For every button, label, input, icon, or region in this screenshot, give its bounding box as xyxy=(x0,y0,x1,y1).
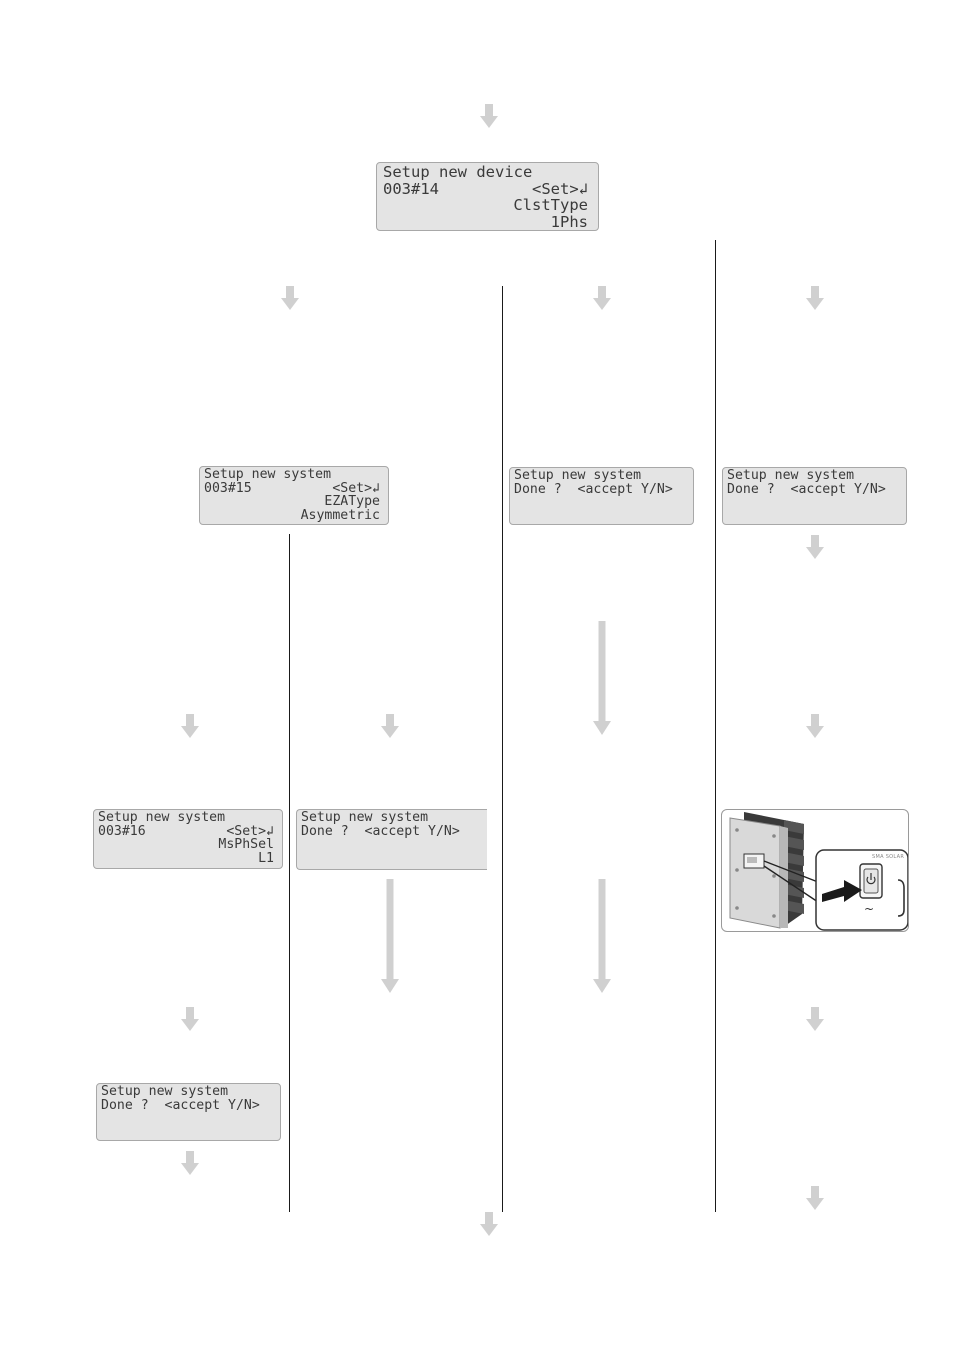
arrow-down-icon xyxy=(381,714,399,738)
display-line: Done ? <accept Y/N> xyxy=(727,481,886,497)
display-line: Setup new system xyxy=(727,468,855,483)
display-line: Setup new system xyxy=(98,810,226,825)
arrow-down-icon xyxy=(281,286,299,310)
display-done-col3: Setup new system Done ? <accept Y/N> xyxy=(509,467,694,525)
set-label: <Set>↲ xyxy=(226,823,274,839)
display-line: Setup new device xyxy=(383,163,533,181)
display-line: Setup new system xyxy=(514,468,642,483)
arrow-down-icon xyxy=(480,1212,498,1236)
param-number: 003#16 xyxy=(98,823,146,839)
inverter-illustration xyxy=(729,812,908,931)
display-setup-device-14: Setup new device 003#14 <Set>↲ ClstType 1… xyxy=(376,162,599,231)
brand-label: SMA SOLAR xyxy=(872,854,905,860)
arrow-down-icon xyxy=(806,1007,824,1031)
display-line: Done ? <accept Y/N> xyxy=(101,1097,260,1113)
inverter-switch-illustration: SMA SOLAR ~ xyxy=(721,809,909,932)
display-setup-system-16: Setup new system 003#16 <Set>↲ MsPhSel L1 xyxy=(93,809,283,869)
arrow-down-icon xyxy=(806,1186,824,1210)
arrow-down-icon xyxy=(806,535,824,559)
divider-line xyxy=(715,240,716,1212)
arrow-down-icon xyxy=(593,879,611,993)
arrow-down-icon xyxy=(181,714,199,738)
arrow-down-icon xyxy=(593,621,611,735)
display-line: Setup new system xyxy=(301,810,429,825)
display-line: Setup new system xyxy=(204,467,332,482)
arrow-down-icon xyxy=(480,104,498,128)
arrow-down-icon xyxy=(181,1151,199,1175)
param-name: ClstType xyxy=(513,196,588,214)
arrow-down-icon xyxy=(806,286,824,310)
param-name: MsPhSel xyxy=(218,837,274,853)
param-value: L1 xyxy=(258,850,274,866)
set-label: <Set>↲ xyxy=(532,179,588,198)
arrow-down-icon xyxy=(593,286,611,310)
display-done-col1: Setup new system Done ? <accept Y/N> xyxy=(96,1083,281,1141)
display-line: Done ? <accept Y/N> xyxy=(301,823,460,839)
param-number: 003#15 xyxy=(204,480,252,496)
param-value: Asymmetric xyxy=(300,507,380,523)
param-value: 1Phs xyxy=(550,212,588,231)
param-name: EZAType xyxy=(324,494,380,510)
param-number: 003#14 xyxy=(383,179,439,198)
display-line: Done ? <accept Y/N> xyxy=(514,481,673,497)
set-label: <Set>↲ xyxy=(332,480,380,496)
divider-line xyxy=(502,286,503,1212)
arrow-down-icon xyxy=(181,1007,199,1031)
switch-symbol: ~ xyxy=(864,902,875,916)
display-done-col2: Setup new system Done ? <accept Y/N> xyxy=(296,809,487,870)
display-setup-system-15: Setup new system 003#15 <Set>↲ EZAType As… xyxy=(199,466,389,525)
arrow-down-icon xyxy=(806,714,824,738)
divider-line xyxy=(289,534,290,1212)
arrow-down-icon xyxy=(381,879,399,993)
display-done-col4: Setup new system Done ? <accept Y/N> xyxy=(722,467,907,525)
display-line: Setup new system xyxy=(101,1084,229,1099)
